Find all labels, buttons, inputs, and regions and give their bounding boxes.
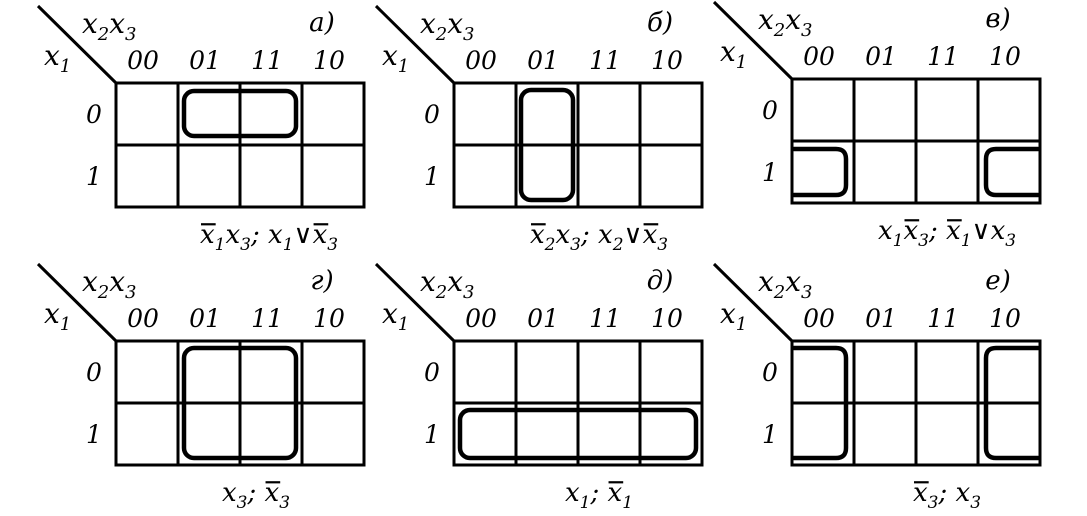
column-code-11: 11 (251, 46, 283, 75)
column-code-11: 11 (927, 42, 959, 71)
column-code-01: 01 (527, 46, 559, 75)
column-code-11: 11 (589, 304, 621, 333)
grouping-loop (791, 345, 1041, 461)
column-variable-label: x2​x3​ (420, 265, 475, 303)
row-code-0: 0 (424, 100, 440, 129)
map-caption: x1​x3​; x1​∨x3​ (200, 220, 338, 255)
column-code-10: 10 (313, 46, 345, 75)
panel-tag: в) (985, 4, 1010, 34)
map-grid (790, 339, 1042, 467)
grouping-loop (518, 87, 576, 203)
column-code-11: 11 (251, 304, 283, 333)
row-code-1: 1 (86, 420, 102, 449)
column-code-10: 10 (989, 42, 1021, 71)
row-code-0: 0 (86, 358, 102, 387)
row-code-0: 0 (762, 358, 778, 387)
column-code-01: 01 (527, 304, 559, 333)
column-code-10: 10 (651, 46, 683, 75)
column-variable-label: x2​x3​ (420, 7, 475, 45)
column-code-00: 00 (465, 304, 497, 333)
column-code-11: 11 (589, 46, 621, 75)
corner-diagonal (374, 262, 456, 343)
map-caption: x2​x3​; x2​∨x3​ (530, 220, 668, 255)
map-caption: x1​x3​; x1​∨x3​ (878, 216, 1016, 251)
column-code-00: 00 (127, 304, 159, 333)
column-code-00: 00 (803, 304, 835, 333)
column-code-00: 00 (803, 42, 835, 71)
map-grid (452, 339, 704, 467)
row-variable-label: x1​ (720, 35, 747, 73)
map-grid (114, 81, 366, 209)
corner-diagonal (712, 0, 794, 81)
row-code-1: 1 (424, 420, 440, 449)
map-caption: x3​; x3​ (913, 478, 981, 513)
row-code-1: 1 (86, 162, 102, 191)
column-variable-label: x2​x3​ (758, 265, 813, 303)
row-code-0: 0 (86, 100, 102, 129)
column-code-00: 00 (127, 46, 159, 75)
row-variable-label: x1​ (382, 39, 409, 77)
panel-tag: а) (309, 8, 335, 38)
row-variable-label: x1​ (382, 297, 409, 335)
column-code-00: 00 (465, 46, 497, 75)
row-code-0: 0 (762, 96, 778, 125)
row-code-1: 1 (762, 420, 778, 449)
map-grid (114, 339, 366, 467)
panel-tag: е) (985, 266, 1011, 296)
corner-diagonal (712, 262, 794, 343)
map-caption: x3​; x3​ (222, 478, 290, 513)
panel-tag: б) (647, 8, 673, 38)
map-grid (452, 81, 704, 209)
corner-diagonal (36, 262, 118, 343)
row-variable-label: x1​ (720, 297, 747, 335)
corner-diagonal (374, 4, 456, 85)
column-code-01: 01 (189, 304, 221, 333)
row-variable-label: x1​ (44, 297, 71, 335)
grouping-loop (181, 345, 299, 461)
column-code-10: 10 (313, 304, 345, 333)
column-code-11: 11 (927, 304, 959, 333)
map-caption: x1​; x1​ (565, 478, 633, 513)
row-code-0: 0 (424, 358, 440, 387)
map-grid (790, 77, 1042, 205)
row-code-1: 1 (424, 162, 440, 191)
column-code-10: 10 (651, 304, 683, 333)
corner-diagonal (36, 4, 118, 85)
grouping-loop (181, 88, 299, 139)
column-code-10: 10 (989, 304, 1021, 333)
grouping-loop (457, 407, 699, 461)
column-variable-label: x2​x3​ (758, 3, 813, 41)
row-variable-label: x1​ (44, 39, 71, 77)
column-code-01: 01 (865, 42, 897, 71)
column-code-01: 01 (189, 46, 221, 75)
column-code-01: 01 (865, 304, 897, 333)
grouping-loop (791, 146, 1041, 198)
row-code-1: 1 (762, 158, 778, 187)
panel-tag: г) (310, 266, 333, 296)
column-variable-label: x2​x3​ (82, 265, 137, 303)
panel-tag: д) (647, 266, 674, 296)
column-variable-label: x2​x3​ (82, 7, 137, 45)
